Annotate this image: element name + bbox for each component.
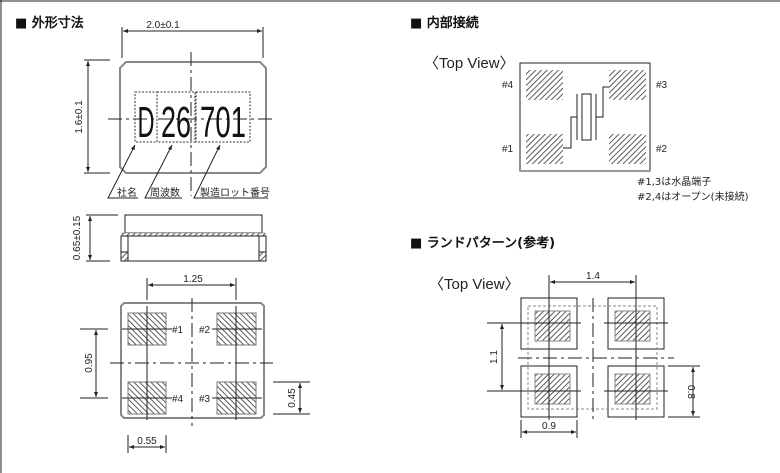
side-view-base: [120, 235, 267, 262]
bottom-pin-2: #2: [199, 325, 211, 336]
marking-lot: 701: [200, 98, 246, 147]
package-top-outline: [119, 61, 267, 174]
internal-pin-3: #3: [656, 80, 668, 91]
outline-title: ■ 外形寸法: [15, 15, 84, 31]
pad-width-dim: 0.55: [137, 436, 157, 447]
internal-pad-1: [526, 134, 563, 164]
frequency-box: [156, 91, 196, 143]
pad-height-dim: 0.45: [287, 388, 298, 408]
pad-pitch-y-dim: 0.95: [84, 353, 95, 373]
land-height-dim: 0.8: [685, 385, 696, 399]
land-view-label: 〈Top View〉: [429, 276, 520, 293]
outline-section: ■ 外形寸法 2.0±0.1 1.6±0.1 D 26 701 社名 周波数 製…: [15, 15, 310, 453]
lot-box: [195, 91, 251, 143]
internal-pad-3: [609, 70, 646, 100]
marking-company: D: [138, 98, 155, 147]
marking-frequency: 26: [161, 98, 191, 147]
crystal-symbol: [563, 86, 609, 149]
pad-pitch-x-dim: 1.25: [183, 274, 203, 285]
label-company: 社名: [117, 186, 137, 199]
note-crystal-pins: #1,3は水晶端子: [637, 175, 711, 188]
bottom-pin-1: #1: [172, 325, 184, 336]
width-dim: 2.0±0.1: [146, 20, 180, 31]
bottom-pin-3: #3: [199, 394, 211, 405]
internal-pin-1: #1: [502, 144, 514, 155]
height-dim: 1.6±0.1: [74, 100, 85, 134]
land-width-dim: 0.9: [542, 421, 556, 432]
label-frequency: 周波数: [150, 186, 180, 199]
land-section: ■ ランドパターン(参考) 〈Top View〉 1.4 1.1 0.8 0.9: [410, 235, 700, 438]
internal-section: ■ 内部接続 〈Top View〉 #4 #3 #1 #2 #1,3は水晶端子 …: [410, 15, 749, 203]
land-pitch-x-dim: 1.4: [586, 271, 600, 282]
label-lot: 製造ロット番号: [200, 186, 270, 199]
internal-pin-4: #4: [502, 80, 514, 91]
internal-view-label: 〈Top View〉: [424, 55, 515, 72]
side-view-lid: [124, 214, 263, 234]
thickness-dim: 0.65±0.15: [72, 215, 83, 260]
land-pitch-y-dim: 1.1: [489, 350, 500, 364]
land-title: ■ ランドパターン(参考): [410, 235, 555, 251]
internal-title: ■ 内部接続: [410, 15, 479, 31]
internal-pin-2: #2: [656, 144, 668, 155]
bottom-pin-4: #4: [172, 394, 184, 405]
note-open-pins: #2,4はオープン(未接続): [637, 190, 749, 203]
internal-pad-2: [609, 134, 646, 164]
internal-pad-4: [526, 70, 563, 100]
